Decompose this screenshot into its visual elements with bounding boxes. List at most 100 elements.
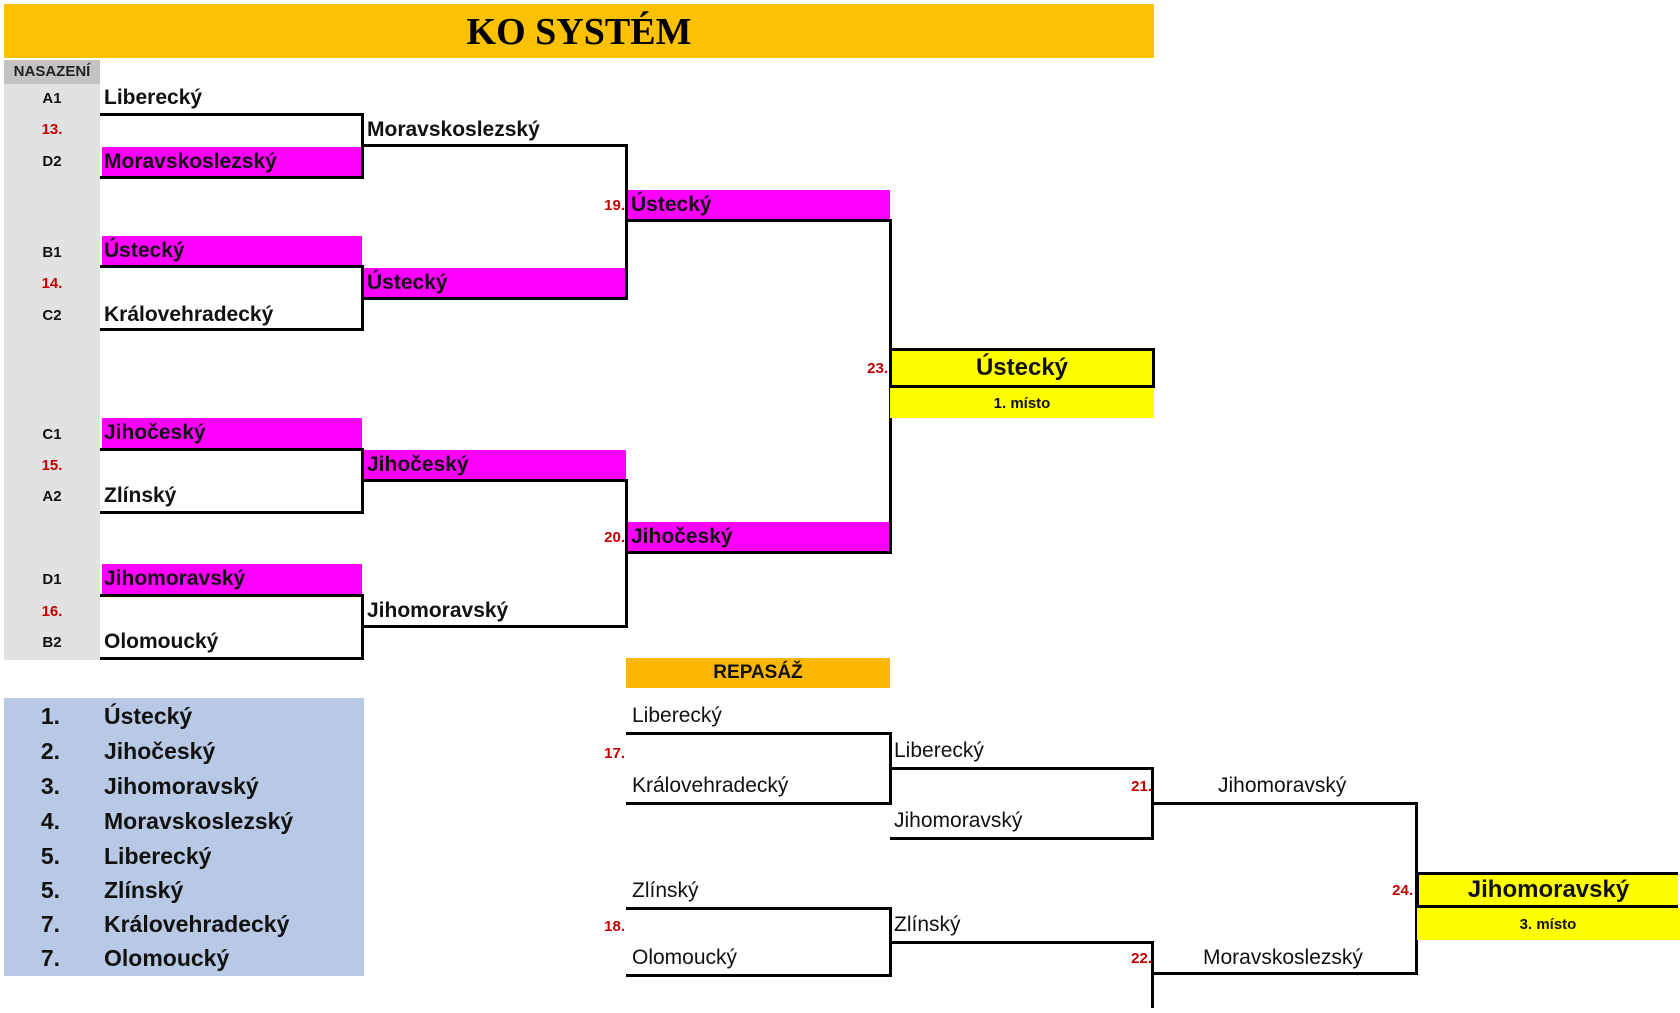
seed-label: A2 (42, 488, 62, 505)
bracket-line (626, 974, 892, 977)
bracket-line (100, 657, 364, 660)
seed-label: D2 (42, 153, 62, 170)
bracket-line (100, 448, 364, 451)
winner-highlight (102, 418, 362, 448)
rank-team: Jihočeský (104, 738, 216, 764)
winner-highlight (102, 564, 362, 594)
rank-team: Olomoucký (104, 945, 230, 971)
team-name: Moravskoslezský (104, 150, 277, 173)
seed-label: A1 (42, 90, 62, 107)
team-name: Ústecký (367, 271, 448, 294)
team-name: Moravskoslezský (367, 118, 540, 141)
rank-number: 5. (40, 843, 60, 869)
team-name: Moravskoslezský (1203, 946, 1363, 969)
team-name: Jihočeský (367, 453, 469, 476)
match-number: 17. (604, 745, 625, 762)
team-name: Zlínský (632, 879, 699, 902)
rank-number: 5. (40, 877, 60, 903)
match-number: 19. (604, 197, 625, 214)
match-number: 24. (1392, 882, 1413, 899)
page-title: KO SYSTÉM (466, 11, 692, 53)
champion-box: Ústecký (889, 348, 1155, 388)
match-number: 14. (41, 275, 63, 292)
bracket-line (100, 265, 364, 268)
rank-number: 1. (40, 703, 60, 729)
match-number: 13. (41, 121, 63, 138)
place-highlight (1417, 908, 1680, 940)
bracket-line (626, 551, 892, 554)
bracket-line (626, 219, 892, 222)
rank-number: 3. (40, 773, 60, 799)
bracket-line (626, 907, 892, 910)
rank-team: Královehradecký (104, 911, 290, 937)
match-number: 15. (41, 457, 63, 474)
team-name: Liberecký (104, 86, 203, 109)
winner-highlight (102, 147, 362, 177)
seed-label: B1 (42, 244, 62, 261)
rank-team: Zlínský (104, 877, 184, 903)
seed-label: B2 (42, 634, 62, 651)
rank-number: 7. (40, 911, 60, 937)
team-name: Jihomoravský (367, 599, 509, 622)
team-name: Olomoucký (632, 946, 738, 969)
third-place-box: Jihomoravský (1416, 872, 1678, 908)
rank-team: Liberecký (104, 843, 212, 869)
team-name: Královehradecký (632, 774, 789, 797)
bracket-line (362, 479, 628, 482)
team-name: Jihomoravský (104, 567, 246, 590)
bracket-line (100, 594, 364, 597)
rank-team: Moravskoslezský (104, 808, 294, 834)
first-place-label: 1. místo (993, 395, 1051, 412)
team-name: Jihočeský (631, 525, 733, 548)
match-number: 16. (41, 603, 63, 620)
title-bar (4, 4, 1154, 58)
seeding-column (4, 60, 100, 660)
rank-number: 2. (40, 738, 60, 764)
seed-label: C1 (42, 426, 62, 443)
bracket-line (362, 144, 628, 147)
bracket-line (626, 732, 892, 735)
match-number: 23. (867, 360, 888, 377)
team-name: Ústecký (631, 193, 712, 216)
repasaz-header: REPASÁŽ (626, 658, 890, 688)
winner-highlight (628, 190, 890, 220)
match-number: 20. (604, 529, 625, 546)
bracket-line (100, 328, 364, 331)
place-highlight (890, 388, 1154, 418)
bracket-line (362, 625, 628, 628)
team-name: Liberecký (894, 739, 984, 762)
bracket-line (1152, 972, 1418, 975)
winner-highlight (364, 268, 626, 298)
team-name: Olomoucký (104, 630, 219, 653)
team-name: Liberecký (632, 704, 722, 727)
match-number: 18. (604, 918, 625, 935)
bracket-line (890, 767, 1154, 770)
bracket-line (890, 837, 1154, 840)
team-name: Zlínský (894, 913, 961, 936)
rank-team: Ústecký (104, 703, 193, 729)
rank-number: 7. (40, 945, 60, 971)
third-place-label: 3. místo (1519, 916, 1577, 933)
bracket-line (362, 297, 628, 300)
bracket-line (100, 113, 364, 116)
bracket-line (100, 176, 364, 179)
seed-label: D1 (42, 571, 62, 588)
winner-highlight (364, 450, 626, 480)
bracket-line (626, 802, 892, 805)
winner-highlight (628, 522, 890, 552)
team-name: Ústecký (104, 239, 185, 262)
match-number: 21. (1131, 778, 1152, 795)
bracket-line (1152, 802, 1418, 805)
bracket-line (890, 941, 1154, 944)
team-name: Jihočeský (104, 421, 206, 444)
team-name: Jihomoravský (1218, 774, 1347, 797)
team-name: Královehradecký (104, 303, 274, 326)
seed-label: C2 (42, 307, 62, 324)
rank-team: Jihomoravský (104, 773, 259, 799)
rank-number: 4. (40, 808, 60, 834)
match-number: 22. (1131, 950, 1152, 967)
team-name: Zlínský (104, 484, 177, 507)
bracket-line (625, 144, 628, 300)
results-table (4, 698, 364, 976)
bracket-line (100, 511, 364, 514)
